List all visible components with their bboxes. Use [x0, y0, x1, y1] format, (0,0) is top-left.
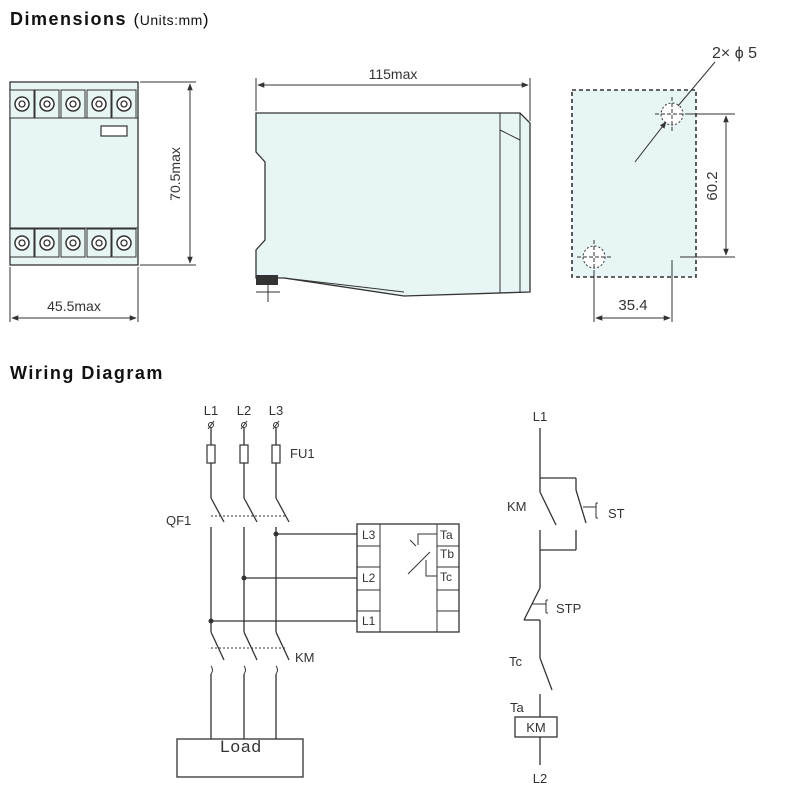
relay-body	[356, 523, 460, 633]
dimensions-heading: Dimensions (Units:mm)	[10, 9, 209, 30]
hole-vertical-label: 60.2	[704, 171, 721, 200]
dimensions-title: Dimensions	[10, 9, 128, 29]
load-label: Load	[220, 737, 262, 756]
start-button-label: ST	[608, 506, 625, 521]
front-width-label: 45.5max	[47, 298, 101, 314]
hole-horizontal-label: 35.4	[618, 297, 647, 314]
top-terminal-screw-4	[91, 96, 107, 112]
km-coil	[514, 716, 558, 738]
fuse-2	[239, 444, 249, 464]
front-view: 70.5max 45.5max	[9, 81, 196, 322]
ta-label: Ta	[510, 700, 525, 715]
phase-relay: L3 L2 L1 Ta Tb Tc	[356, 523, 460, 633]
units-note: (Units:mm)	[133, 10, 210, 29]
bottom-terminal-screw-4	[91, 235, 107, 251]
relay-output-tb: Tb	[440, 547, 454, 561]
breaker-label: QF1	[166, 513, 191, 528]
phase-label-l2: L2	[237, 403, 251, 418]
mounting-view: 2× ϕ 5 60.2 35.4	[571, 45, 757, 322]
top-terminal-screw-1	[14, 96, 30, 112]
fuse-label: FU1	[290, 446, 315, 461]
load-box	[176, 738, 304, 778]
control-top-label: L1	[533, 409, 547, 424]
relay-output-tc: Tc	[440, 570, 452, 584]
bottom-terminals	[9, 228, 137, 258]
control-circuit: L1 KM ST STP Tc Ta KM L2	[507, 409, 625, 786]
bottom-terminal-screw-1	[14, 235, 30, 251]
wiring-title: Wiring Diagram	[10, 363, 164, 383]
wiring-heading: Wiring Diagram	[10, 363, 164, 384]
upper-hole	[655, 97, 689, 131]
relay-input-l1: L1	[362, 614, 376, 628]
contactor-contact-1	[210, 631, 225, 661]
relay-output-ta: Ta	[440, 528, 453, 542]
phase-label-l3: L3	[269, 403, 283, 418]
front-height-label: 70.5max	[167, 147, 183, 201]
top-terminal-2	[34, 89, 60, 119]
breaker-contact-2	[243, 497, 258, 523]
relay-input-l3: L3	[362, 528, 376, 542]
bottom-terminal-screw-2	[39, 235, 55, 251]
phase-terminal-1	[208, 422, 214, 428]
top-terminal-screw-5	[116, 96, 132, 112]
bottom-terminal-screw-5	[116, 235, 132, 251]
lower-hole	[577, 240, 611, 274]
side-view: 115max	[255, 66, 531, 302]
tc-label: Tc	[509, 654, 523, 669]
stop-button-label: STP	[556, 601, 581, 616]
side-length-label: 115max	[369, 66, 418, 82]
phase-label-l1: L1	[204, 403, 218, 418]
side-housing	[255, 112, 531, 297]
coil-label: KM	[526, 720, 546, 735]
phase-lines	[206, 420, 290, 739]
breaker-contact-3	[275, 497, 290, 523]
fuse-1	[206, 444, 216, 464]
fuse-3	[271, 444, 281, 464]
front-window	[100, 125, 128, 137]
din-clip	[256, 275, 278, 285]
relay-input-l2: L2	[362, 571, 376, 585]
breaker-contact-1	[210, 497, 225, 523]
top-terminals	[9, 89, 137, 119]
relay-terminals	[357, 545, 459, 612]
power-circuit: L1 L2 L3 FU1 QF1 KM Load	[166, 403, 362, 778]
control-bottom-label: L2	[533, 771, 547, 786]
top-terminal-screw-2	[39, 96, 55, 112]
phase-terminal-3	[273, 422, 279, 428]
bottom-terminal-screw-3	[65, 235, 81, 251]
contactor-label: KM	[295, 650, 315, 665]
km-aux-label: KM	[507, 499, 527, 514]
contactor-contact-2	[243, 631, 258, 661]
phase-terminal-2	[241, 422, 247, 428]
top-terminal-screw-3	[65, 96, 81, 112]
bottom-terminal-3	[60, 228, 86, 258]
holes-label: 2× ϕ 5	[712, 45, 757, 62]
contactor-contact-3	[275, 631, 290, 661]
